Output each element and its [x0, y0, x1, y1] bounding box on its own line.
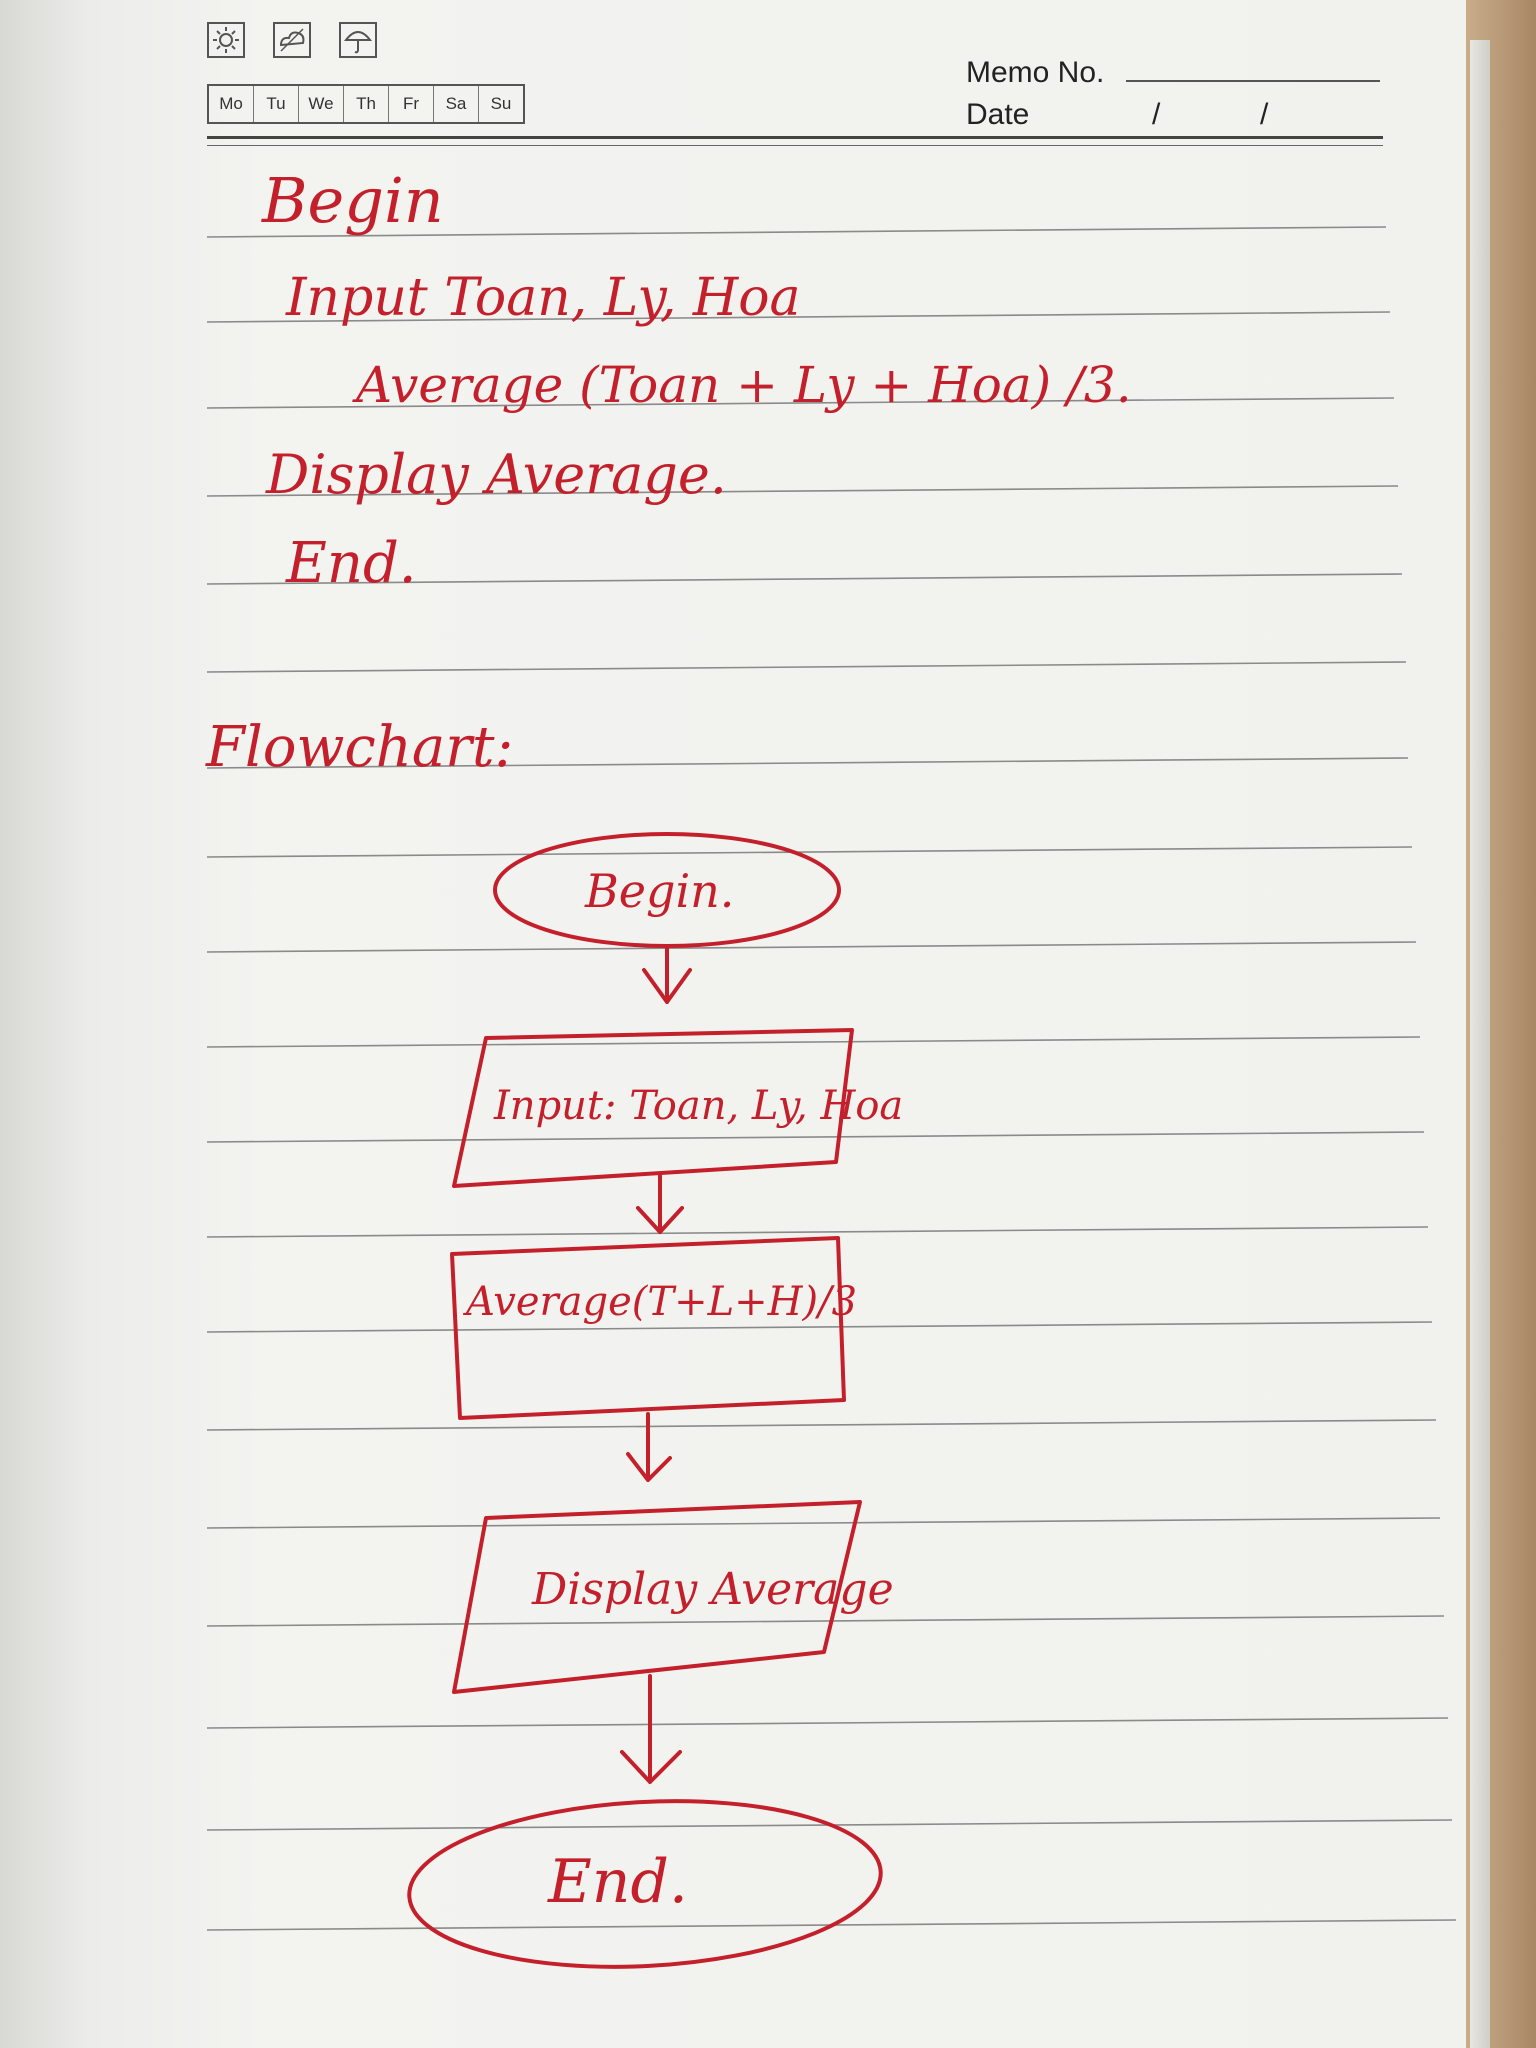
notebook-page: Mo Tu We Th Fr Sa Su Memo No. Date / / B… — [0, 0, 1466, 2048]
pseudo-display: Display Average. — [266, 443, 727, 506]
memo-number-field-line — [1126, 80, 1380, 82]
date-separator: / — [1260, 98, 1269, 131]
pseudo-average: Average (Toan + Ly + Hoa) /3. — [356, 356, 1132, 414]
header-rule — [207, 145, 1383, 146]
weekday-selector: Mo Tu We Th Fr Sa Su — [207, 84, 525, 124]
input-parallelogram — [452, 1028, 854, 1188]
flowchart-begin-label: Begin. — [585, 864, 735, 918]
header-rule — [207, 136, 1383, 139]
arrow-process-to-display — [626, 1412, 672, 1482]
flowchart-display-label: Display Average — [532, 1564, 894, 1615]
rule-line — [206, 1717, 1449, 1729]
pseudo-begin: Begin — [262, 164, 444, 237]
rule-line — [206, 485, 1399, 497]
date-separator: / — [1152, 98, 1161, 131]
rule-line — [206, 1226, 1429, 1238]
pseudo-input: Input Toan, Ly, Hoa — [286, 268, 801, 328]
memo-number-label: Memo No. — [966, 56, 1105, 89]
flowchart-input-label: Input: Toan, Ly, Hoa — [494, 1083, 904, 1129]
day-mo: Mo — [209, 86, 254, 122]
flowchart-end-label: End. — [548, 1847, 688, 1917]
rule-line — [206, 1419, 1437, 1431]
arrow-display-to-end — [620, 1674, 682, 1784]
rule-line — [206, 1321, 1433, 1333]
sun-icon — [207, 22, 245, 58]
pseudo-end: End. — [286, 531, 417, 596]
rule-line — [206, 226, 1387, 238]
umbrella-icon — [339, 22, 377, 58]
day-sa: Sa — [434, 86, 479, 122]
rule-line — [206, 941, 1417, 953]
rule-line — [206, 573, 1403, 585]
rule-line — [206, 1615, 1445, 1627]
notebook-page-edges — [1470, 40, 1490, 2048]
end-terminator — [407, 1799, 883, 1969]
cloud-icon — [273, 22, 311, 58]
rule-line — [206, 311, 1391, 323]
flowchart-process-label: Average(T+L+H)/3 — [466, 1279, 858, 1325]
date-label: Date — [966, 98, 1030, 131]
process-rectangle — [450, 1236, 846, 1420]
rule-line — [206, 846, 1413, 858]
display-parallelogram — [452, 1500, 862, 1694]
flowchart-heading: Flowchart: — [206, 715, 514, 780]
arrow-begin-to-input — [642, 944, 692, 1004]
rule-line — [206, 397, 1395, 409]
day-su: Su — [490, 94, 512, 113]
flowchart — [407, 832, 883, 1969]
day-th: Th — [344, 86, 389, 122]
weather-icons — [207, 22, 377, 58]
rule-line — [206, 661, 1407, 673]
rule-line — [206, 1131, 1425, 1143]
rule-line — [206, 1517, 1441, 1529]
ruled-lines — [206, 226, 1457, 1931]
day-tu: Tu — [254, 86, 299, 122]
rule-line — [206, 757, 1409, 769]
arrow-input-to-process — [636, 1174, 684, 1234]
day-we: We — [299, 86, 344, 122]
day-fr: Fr — [389, 86, 434, 122]
rule-line — [206, 1036, 1421, 1048]
